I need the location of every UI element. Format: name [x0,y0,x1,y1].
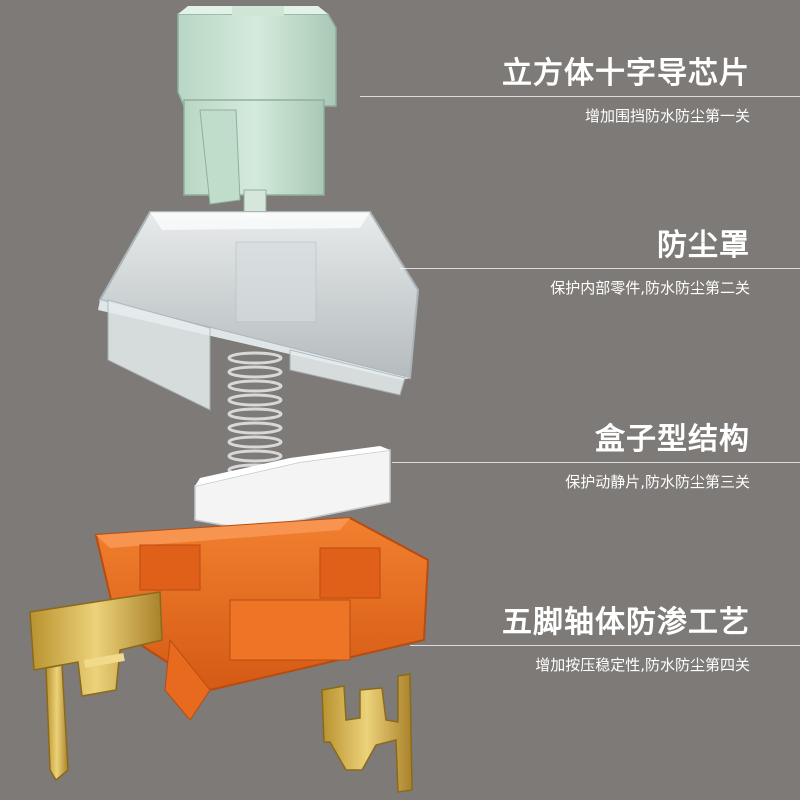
contact-pins-part [29,591,413,793]
label-box-structure: 盒子型结构 保护动静片,防水防尘第三关 [565,422,750,492]
label-title: 五脚轴体防渗工艺 [502,605,750,640]
leader-line [360,96,800,97]
label-stem: 立方体十字导芯片 增加围挡防水防尘第一关 [502,56,750,126]
label-title: 盒子型结构 [595,422,750,457]
label-subtitle: 增加围挡防水防尘第一关 [584,107,750,125]
label-five-pin: 五脚轴体防渗工艺 增加按压稳定性,防水防尘第四关 [502,605,750,675]
dust-cover-part [98,211,420,411]
label-dust-cover: 防尘罩 保护内部零件,防水防尘第二关 [550,228,750,298]
bottom-housing-part [94,516,430,721]
leader-line [392,462,800,463]
spring-part [227,351,283,477]
leader-line [400,268,800,269]
leader-line [410,645,800,646]
label-title: 立方体十字导芯片 [502,56,750,91]
label-subtitle: 增加按压稳定性,防水防尘第四关 [535,656,750,674]
label-title: 防尘罩 [657,228,750,263]
label-subtitle: 保护内部零件,防水防尘第二关 [550,279,750,297]
cross-stem-part [177,6,337,219]
label-subtitle: 保护动静片,防水防尘第三关 [565,473,750,491]
